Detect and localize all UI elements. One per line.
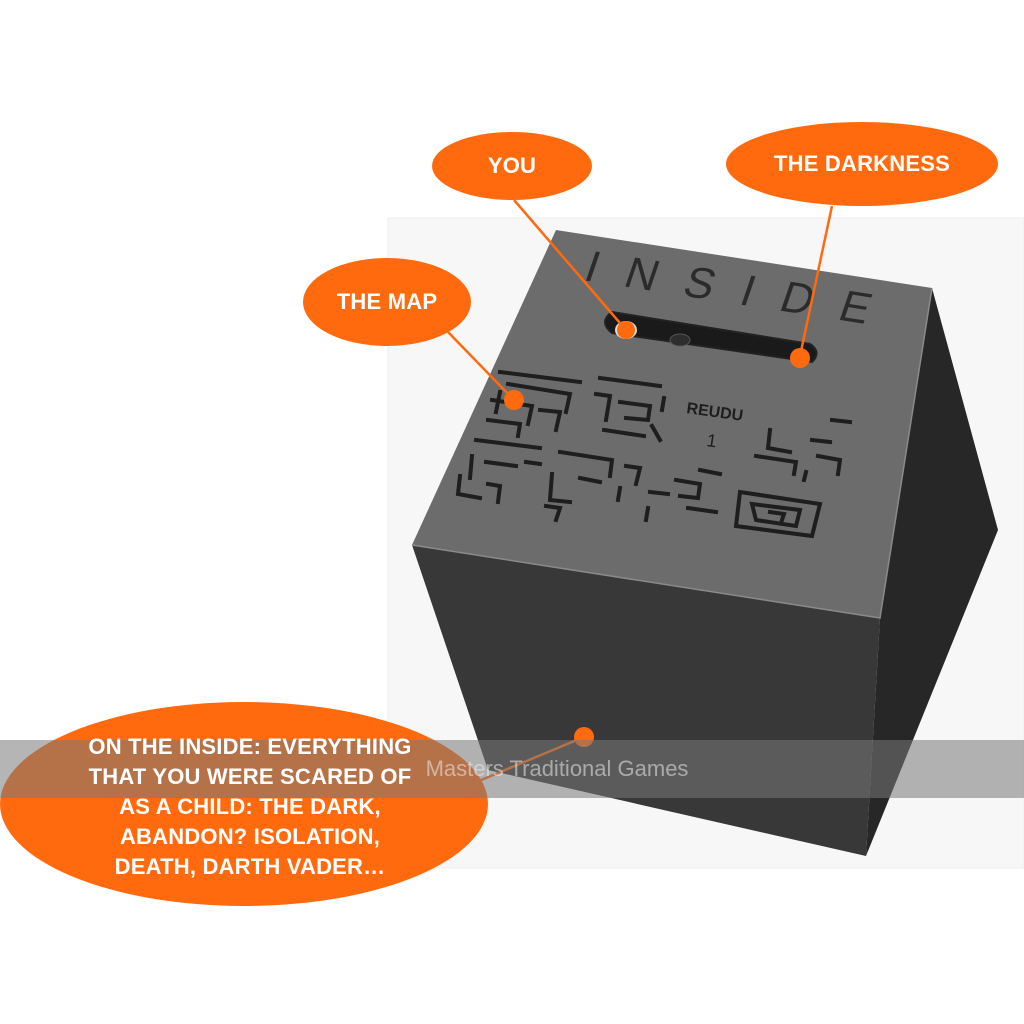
callout-inside-text: ON THE INSIDE: EVERYTHING THAT YOU WERE …	[40, 722, 460, 892]
callout-map-text: THE MAP	[336, 289, 438, 314]
cube-side-face	[866, 288, 998, 856]
callout-inside-line: ON THE INSIDE: EVERYTHING	[88, 734, 412, 759]
cube-level-label: 1	[705, 430, 718, 451]
callout-bubble-you	[432, 132, 592, 200]
maze-map	[455, 369, 853, 539]
callout-darkness-text: THE DARKNESS	[774, 151, 950, 176]
callout-bubble-darkness	[726, 122, 998, 206]
cube-edge	[411, 287, 933, 619]
cube-top-face	[412, 230, 932, 618]
callout-you-text: YOU	[487, 153, 537, 178]
callout-inside-line: THAT YOU WERE SCARED OF	[88, 764, 412, 789]
callout-inside-line: AS A CHILD: THE DARK,	[119, 794, 381, 819]
callout-inside-line: ABANDON? ISOLATION,	[119, 824, 381, 849]
leader-dots	[504, 321, 810, 747]
callout-bubble-map	[303, 258, 471, 346]
watermark-text: Masters Traditional Games	[425, 756, 689, 781]
watermark-band	[0, 740, 1024, 798]
callout-inside-line: DEATH, DARTH VADER…	[114, 854, 386, 879]
